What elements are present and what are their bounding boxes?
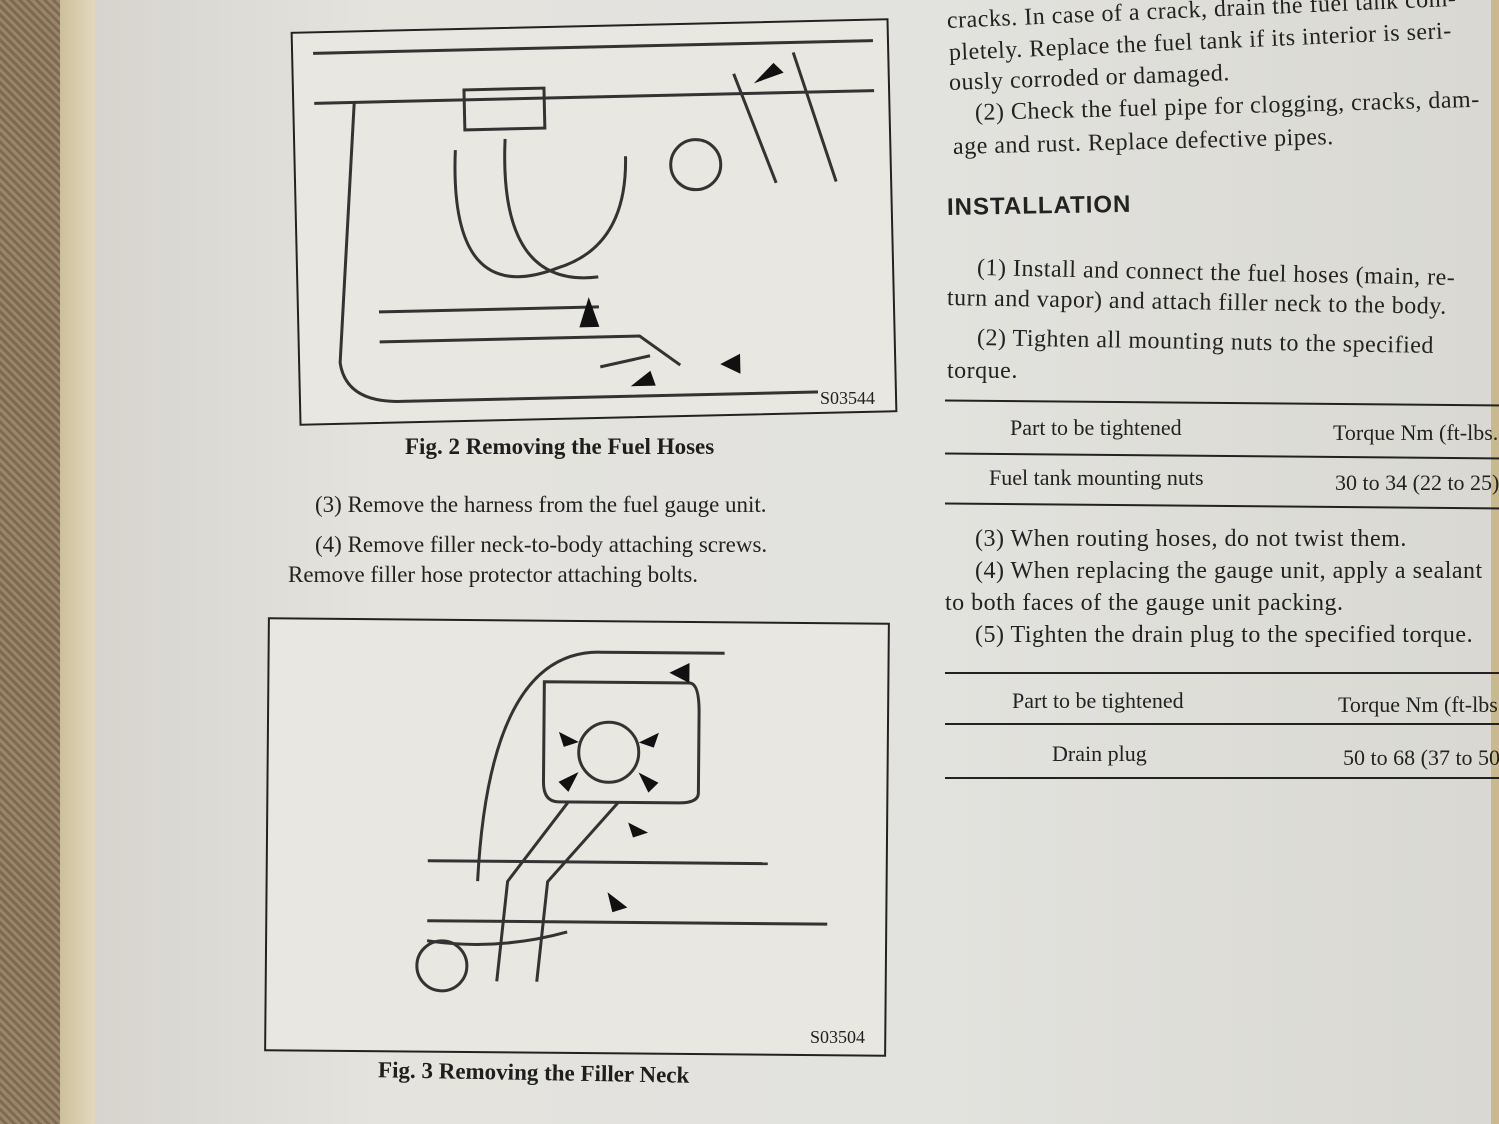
- table-rule: [945, 723, 1499, 725]
- table-rule: [945, 399, 1499, 407]
- table-header-part: Part to be tightened: [1010, 415, 1182, 440]
- step-3-text: (3) Remove the harness from the fuel gau…: [315, 492, 767, 517]
- table-rule: [945, 672, 1499, 674]
- after-line: to both faces of the gauge unit packing.: [945, 590, 1344, 616]
- figure-3-code: S03504: [808, 1027, 868, 1048]
- right-page-edge: [1491, 0, 1499, 1124]
- check-pipe-line: age and rust. Replace defective pipes.: [952, 124, 1335, 160]
- table-cell-torque: 50 to 68 (37 to 50): [1343, 745, 1499, 770]
- table-header-torque: Torque Nm (ft-lbs.): [1338, 692, 1499, 717]
- fuel-hoses-illustration: [313, 39, 875, 403]
- figure-3-diagram: [264, 617, 890, 1057]
- after-line: (5) Tighten the drain plug to the specif…: [975, 622, 1474, 648]
- right-column: cracks. In case of a crack, drain the fu…: [945, 0, 1499, 800]
- table-rule: [945, 452, 1499, 460]
- filler-neck-illustration: [415, 650, 828, 993]
- step-4-continued: Remove filler hose protector attaching b…: [288, 562, 699, 587]
- install-line: turn and vapor) and attach filler neck t…: [946, 285, 1447, 320]
- table-header-torque: Torque Nm (ft-lbs.): [1333, 420, 1499, 445]
- table-cell-torque: 30 to 34 (22 to 25): [1335, 470, 1499, 495]
- intro-line: ously corroded or damaged.: [948, 60, 1231, 96]
- after-line: (3) When routing hoses, do not twist the…: [975, 526, 1407, 552]
- page-edge: [60, 0, 100, 1124]
- table-cell-part: Fuel tank mounting nuts: [989, 465, 1204, 490]
- table-cell-part: Drain plug: [1052, 741, 1147, 766]
- install-line: torque.: [947, 358, 1018, 384]
- figure-3-caption: Fig. 3 Removing the Filler Neck: [377, 1057, 690, 1088]
- figure-2-diagram: [290, 18, 898, 426]
- install-line: (2) Tighten all mounting nuts to the spe…: [976, 325, 1435, 359]
- figure-2-code: S03544: [818, 388, 878, 409]
- after-line: (4) When replacing the gauge unit, apply…: [975, 558, 1483, 584]
- step-4-text: (4) Remove filler neck-to-body attaching…: [315, 532, 768, 557]
- table-rule: [945, 777, 1499, 779]
- table-rule: [945, 502, 1499, 510]
- figure-2-caption: Fig. 2 Removing the Fuel Hoses: [405, 434, 715, 459]
- installation-heading: INSTALLATION: [946, 190, 1132, 221]
- table-header-part: Part to be tightened: [1012, 688, 1184, 713]
